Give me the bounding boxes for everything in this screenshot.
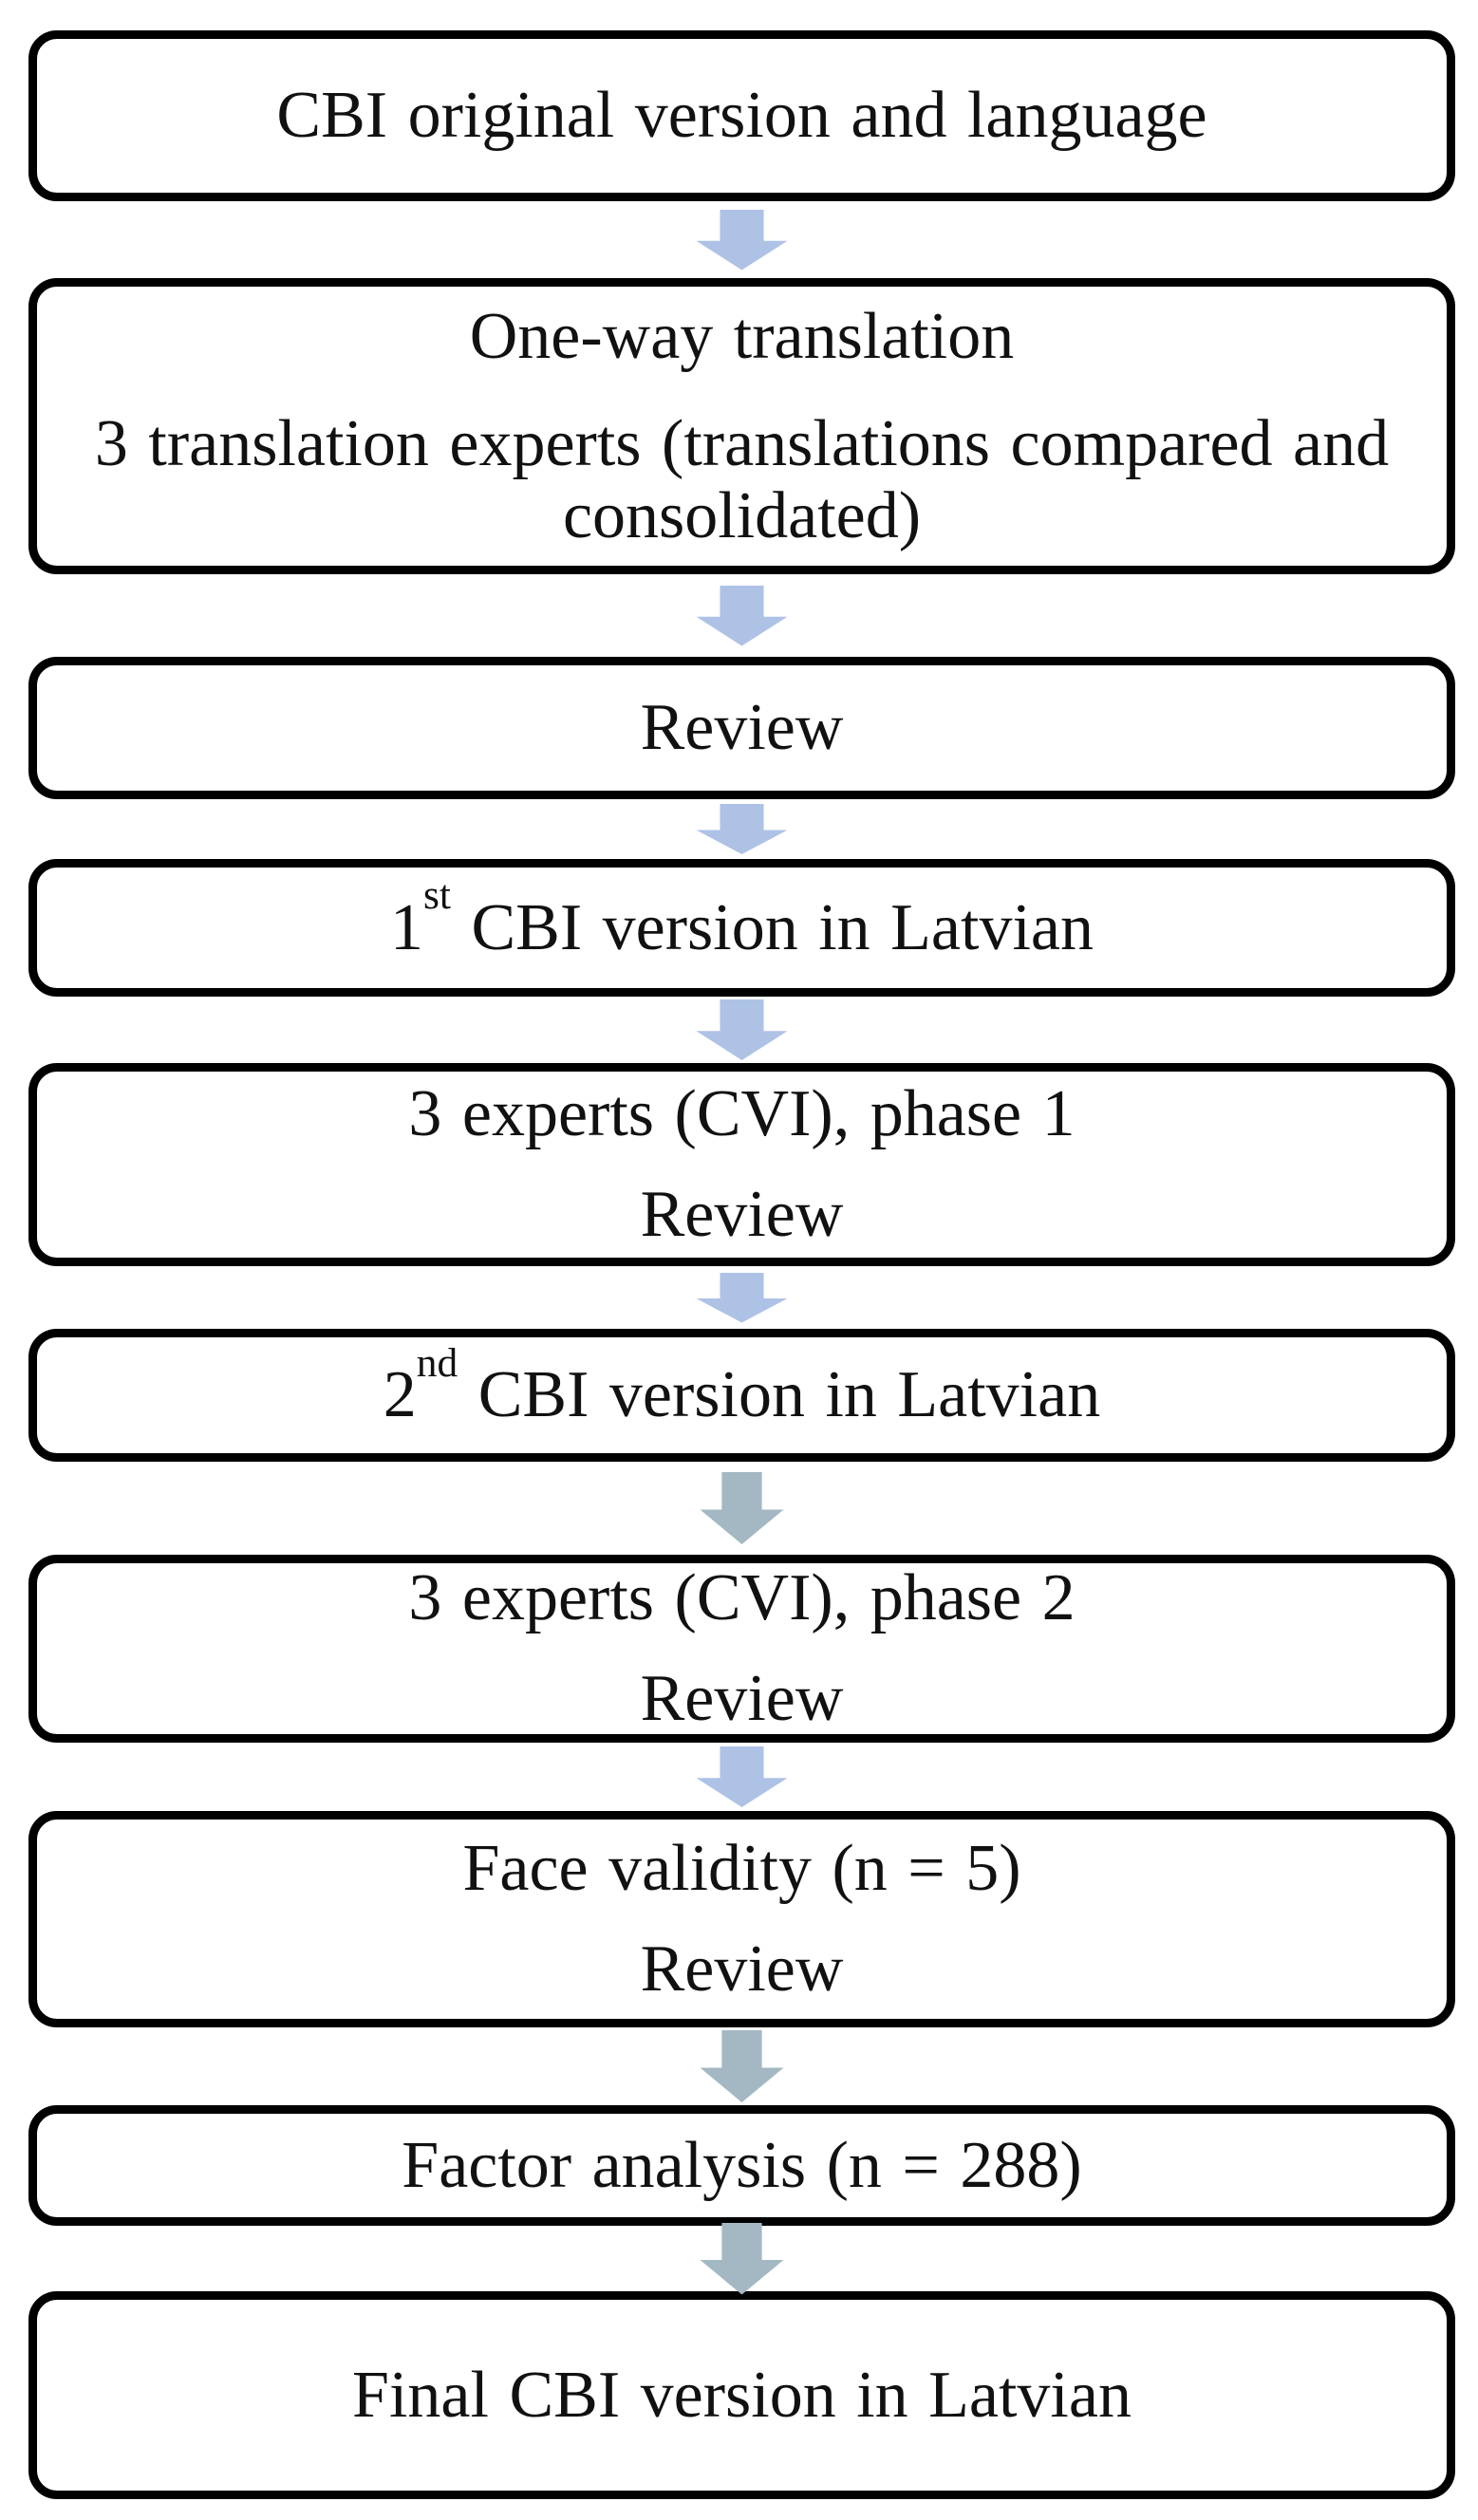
step-label-text: CBI version in Latvian <box>450 890 1094 964</box>
flow-connector-9 <box>28 2222 1455 2295</box>
flow-connector-6 <box>28 1462 1455 1555</box>
ordinal-number: 2 <box>383 1358 417 1432</box>
step-label: 3 experts (CVI), phase 1 <box>408 1077 1076 1151</box>
step-label: 3 experts (CVI), phase 2 <box>408 1561 1076 1635</box>
step-box-review-1: Review <box>28 657 1455 799</box>
flow-connector-3 <box>28 799 1455 859</box>
step-label: Final CBI version in Latvian <box>352 2358 1132 2432</box>
step-label: Face validity (n = 5) <box>462 1832 1021 1906</box>
step-label: 1st CBI version in Latvian <box>390 874 1094 964</box>
step-sublabel: Review <box>640 1932 844 2006</box>
down-arrow-icon <box>696 1746 788 1807</box>
down-arrow-icon <box>696 585 788 646</box>
step-box-2nd-cbi-version: 2nd CBI version in Latvian <box>28 1329 1455 1462</box>
step-label: Factor analysis (n = 288) <box>402 2128 1082 2202</box>
step-sublabel: 3 translation experts (translations comp… <box>94 407 1390 552</box>
down-arrow-icon <box>696 804 788 854</box>
step-box-face-validity: Face validity (n = 5) Review <box>28 1811 1455 2027</box>
down-arrow-icon <box>696 1272 788 1323</box>
step-box-factor-analysis: Factor analysis (n = 288) <box>28 2105 1455 2226</box>
step-box-experts-phase-2: 3 experts (CVI), phase 2 Review <box>28 1555 1455 1743</box>
step-box-cbi-original: CBI original version and language <box>28 30 1455 201</box>
step-sublabel: Review <box>640 1178 844 1251</box>
step-label-text: CBI version in Latvian <box>458 1358 1101 1432</box>
step-label: 2nd CBI version in Latvian <box>383 1342 1101 1432</box>
step-label: Review <box>640 691 844 765</box>
step-label: CBI original version and language <box>276 79 1207 153</box>
flow-connector-2 <box>28 574 1455 657</box>
step-box-1st-cbi-version: 1st CBI version in Latvian <box>28 859 1455 997</box>
step-box-one-way-translation: One-way translation 3 translation expert… <box>28 278 1455 574</box>
down-arrow-icon <box>700 2222 784 2295</box>
step-sublabel: Review <box>640 1662 844 1735</box>
flow-connector-5 <box>28 1266 1455 1329</box>
down-arrow-icon <box>696 999 788 1060</box>
flow-connector-1 <box>28 201 1455 278</box>
step-label: One-way translation <box>469 299 1015 373</box>
flow-connector-7 <box>28 1743 1455 1811</box>
step-box-final-cbi-version: Final CBI version in Latvian <box>28 2291 1455 2499</box>
flow-connector-8 <box>28 2027 1455 2105</box>
step-box-experts-phase-1: 3 experts (CVI), phase 1 Review <box>28 1063 1455 1266</box>
flow-connector-4 <box>28 997 1455 1063</box>
ordinal-number: 1 <box>390 890 424 964</box>
ordinal-suffix: nd <box>416 1339 458 1386</box>
ordinal-suffix: st <box>423 872 451 919</box>
down-arrow-icon <box>696 209 788 271</box>
down-arrow-icon <box>700 2030 784 2102</box>
down-arrow-icon <box>700 1472 784 1544</box>
